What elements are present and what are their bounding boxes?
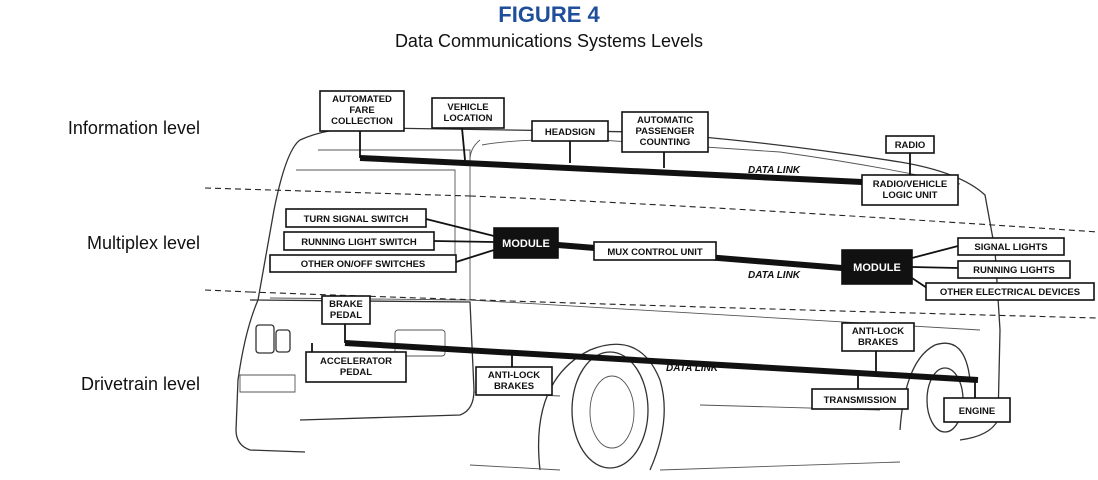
svg-text:AUTOMATED: AUTOMATED — [332, 94, 392, 105]
svg-text:RUNNING LIGHT SWITCH: RUNNING LIGHT SWITCH — [301, 237, 417, 248]
running-light-switch-box: RUNNING LIGHT SWITCH — [283, 231, 435, 251]
svg-text:HEADSIGN: HEADSIGN — [545, 127, 595, 138]
info-multiplex-separator-right — [469, 195, 1098, 233]
wire-location — [461, 127, 466, 161]
svg-text:ACCELERATOR: ACCELERATOR — [320, 356, 392, 367]
signal-lights-box: SIGNAL LIGHTS — [957, 237, 1065, 256]
turn-signal-switch-box: TURN SIGNAL SWITCH — [285, 208, 427, 228]
drivetrain-level-label: Drivetrain level — [80, 374, 200, 394]
anti-lock-brakes-left-box: ANTI-LOCK BRAKES — [475, 366, 553, 396]
information-level-label: Information level — [67, 118, 200, 138]
figure-subtitle: Data Communications Systems Levels — [394, 31, 704, 51]
info-multiplex-separator-left — [204, 187, 471, 197]
drivetrain-data-link-label: DATA LINK — [666, 363, 719, 374]
information-data-link-bus — [359, 155, 863, 185]
automatic-passenger-counting-box: AUTOMATIC PASSENGER COUNTING — [621, 111, 709, 153]
drivetrain-data-link-bus — [344, 340, 979, 383]
engine-box: ENGINE — [943, 397, 1011, 423]
radio-box: RADIO — [885, 135, 935, 154]
automated-fare-collection-box: AUTOMATED FARE COLLECTION — [319, 90, 405, 132]
svg-text:VEHICLE: VEHICLE — [447, 102, 488, 113]
svg-text:RUNNING LIGHTS: RUNNING LIGHTS — [973, 265, 1055, 276]
wire-signal-lights — [911, 245, 959, 259]
wire-turn-signal — [425, 218, 495, 237]
radio-vehicle-logic-unit-box: RADIO/VEHICLE LOGIC UNIT — [861, 174, 959, 206]
headsign-box: HEADSIGN — [531, 120, 609, 142]
other-on-off-switches-box: OTHER ON/OFF SWITCHES — [269, 254, 457, 273]
svg-text:COLLECTION: COLLECTION — [331, 116, 393, 127]
svg-text:COUNTING: COUNTING — [640, 137, 691, 148]
svg-text:LOGIC UNIT: LOGIC UNIT — [883, 190, 938, 201]
svg-text:ANTI-LOCK: ANTI-LOCK — [852, 326, 904, 337]
running-lights-box: RUNNING LIGHTS — [957, 260, 1071, 279]
vehicle-location-box: VEHICLE LOCATION — [431, 97, 505, 129]
module-right-box: MODULE — [841, 249, 913, 285]
information-data-link-label: DATA LINK — [748, 165, 801, 176]
svg-text:OTHER ELECTRICAL DEVICES: OTHER ELECTRICAL DEVICES — [940, 287, 1080, 298]
svg-text:PASSENGER: PASSENGER — [636, 126, 695, 137]
mux-control-unit-box: MUX CONTROL UNIT — [593, 241, 717, 261]
accelerator-pedal-box: ACCELERATOR PEDAL — [305, 351, 407, 383]
svg-text:MUX CONTROL UNIT: MUX CONTROL UNIT — [607, 247, 703, 258]
svg-text:FARE: FARE — [349, 105, 374, 116]
svg-text:BRAKES: BRAKES — [494, 381, 534, 392]
svg-text:RADIO/VEHICLE: RADIO/VEHICLE — [873, 179, 947, 190]
module-left-box: MODULE — [493, 227, 559, 259]
other-electrical-devices-box: OTHER ELECTRICAL DEVICES — [925, 282, 1095, 301]
svg-text:AUTOMATIC: AUTOMATIC — [637, 115, 693, 126]
svg-text:TRANSMISSION: TRANSMISSION — [824, 395, 897, 406]
svg-text:PEDAL: PEDAL — [340, 367, 372, 378]
svg-text:ENGINE: ENGINE — [959, 406, 995, 417]
svg-text:LOCATION: LOCATION — [444, 113, 493, 124]
multiplex-data-link-label: DATA LINK — [748, 270, 801, 281]
svg-text:PEDAL: PEDAL — [330, 310, 362, 321]
svg-text:OTHER ON/OFF SWITCHES: OTHER ON/OFF SWITCHES — [301, 259, 426, 270]
svg-text:RADIO: RADIO — [895, 140, 926, 151]
brake-pedal-box: BRAKE PEDAL — [321, 295, 371, 325]
wire-running-light-switch — [433, 240, 495, 243]
wire-running-lights — [911, 266, 959, 269]
svg-text:SIGNAL LIGHTS: SIGNAL LIGHTS — [974, 242, 1047, 253]
svg-text:BRAKES: BRAKES — [858, 337, 898, 348]
svg-text:TURN SIGNAL SWITCH: TURN SIGNAL SWITCH — [304, 214, 409, 225]
svg-text:MODULE: MODULE — [502, 238, 550, 250]
figure-title: FIGURE 4 — [498, 2, 600, 27]
transmission-box: TRANSMISSION — [811, 388, 909, 410]
svg-text:BRAKE: BRAKE — [329, 299, 363, 310]
wire-other-switches — [455, 249, 495, 263]
anti-lock-brakes-right-box: ANTI-LOCK BRAKES — [841, 322, 915, 352]
svg-text:ANTI-LOCK: ANTI-LOCK — [488, 370, 540, 381]
svg-text:MODULE: MODULE — [853, 262, 901, 274]
multiplex-level-label: Multiplex level — [86, 233, 200, 253]
multiplex-drivetrain-separator-left — [204, 289, 251, 293]
